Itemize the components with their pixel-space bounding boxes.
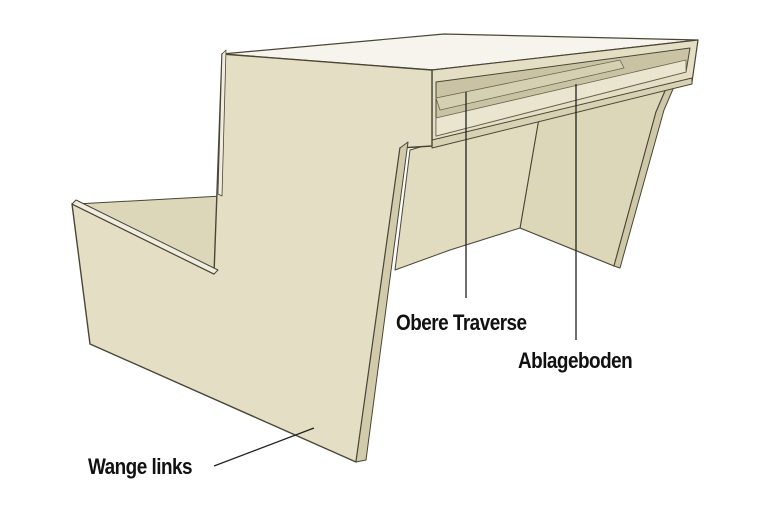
left-panel-edge xyxy=(355,141,409,463)
label-obere-traverse: Obere Traverse xyxy=(396,310,527,335)
left-leg-top-edge xyxy=(71,199,219,275)
left-panel-top-edge xyxy=(217,49,227,197)
shelf-board xyxy=(435,59,687,137)
label-wange-links: Wange links xyxy=(88,454,193,479)
left-side-panel xyxy=(71,53,433,463)
label-ablageboden: Ablageboden xyxy=(518,348,633,373)
upper-traverse-inner xyxy=(435,59,625,111)
leader-wange-links xyxy=(213,427,315,467)
